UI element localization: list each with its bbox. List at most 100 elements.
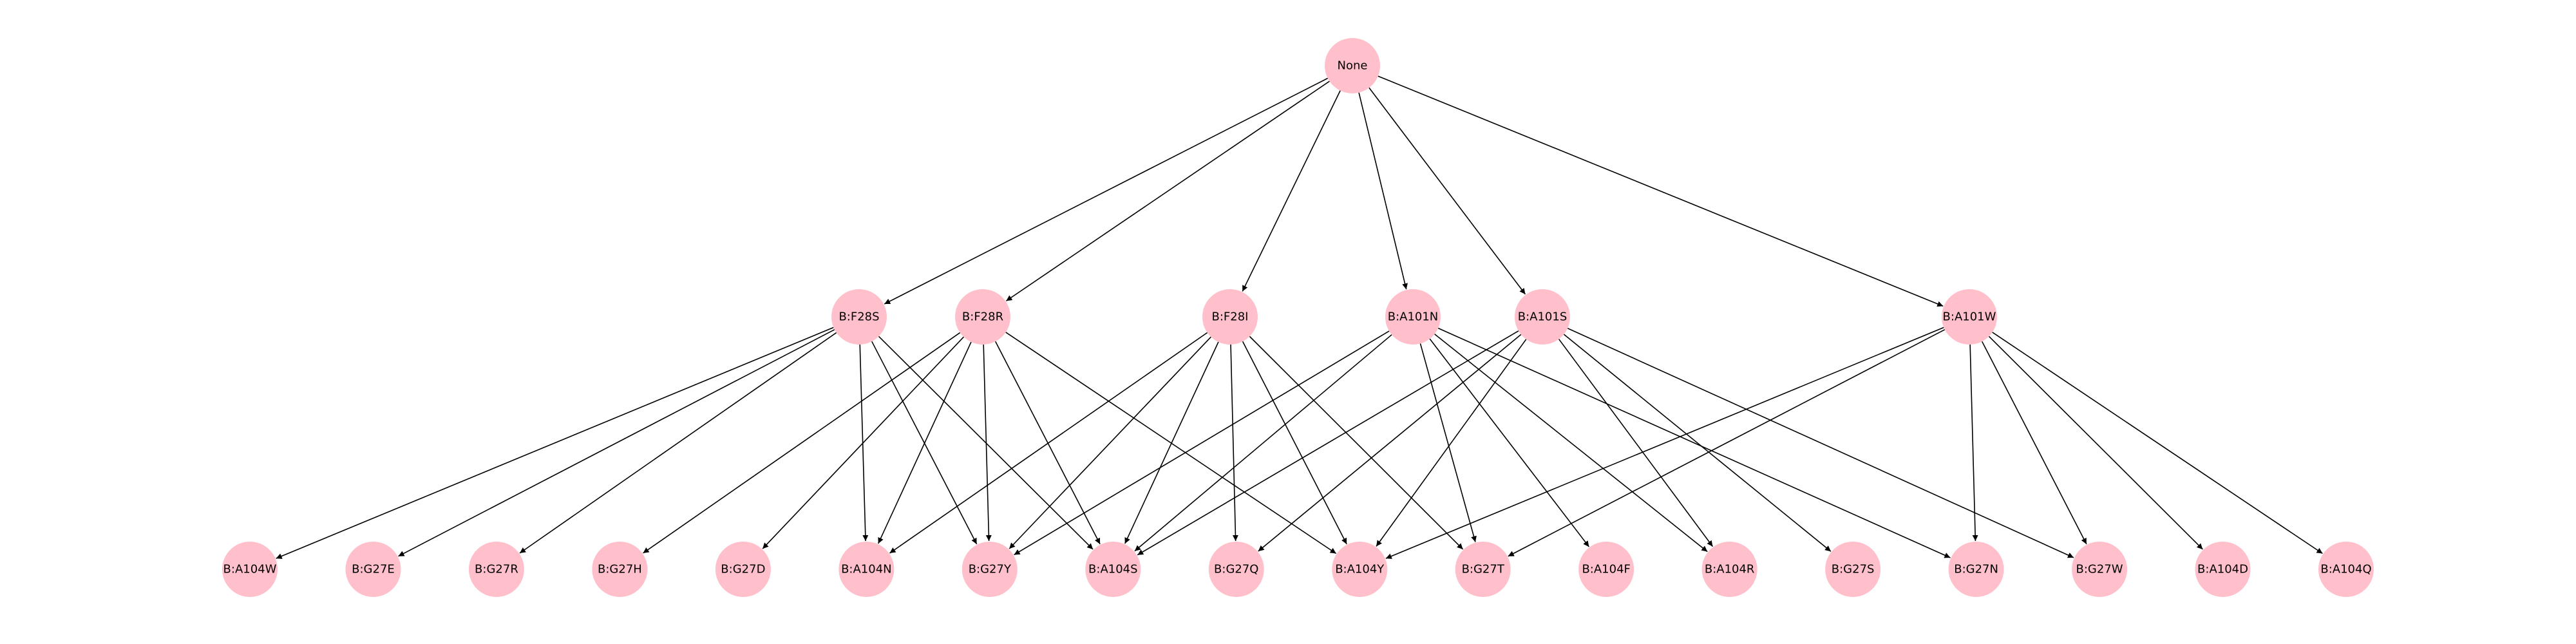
node-label: B:G27H [598, 563, 642, 576]
node-label: B:A104D [2197, 563, 2248, 576]
edge-b-a101n-to-b-a104s [1134, 334, 1392, 552]
node-b-a104r: B:A104R [1701, 542, 1757, 597]
edge-b-f28s-to-b-g27e [398, 329, 835, 557]
edge-b-a101s-to-b-a104r [1558, 339, 1714, 547]
edge-b-a101w-to-b-g27w [1981, 341, 2087, 545]
edge-b-f28i-to-b-g27y [1009, 336, 1211, 549]
node-circle [1701, 542, 1757, 597]
node-label: B:A104Q [2320, 563, 2371, 576]
node-circle [838, 542, 895, 597]
node-label: B:G27Q [1214, 563, 1258, 576]
node-label: B:G27S [1832, 563, 1875, 576]
node-b-g27d: B:G27D [715, 542, 771, 597]
node-b-f28s: B:F28S [831, 289, 887, 345]
node-none: None [1325, 38, 1380, 93]
edge-b-f28r-to-b-a104y [1005, 332, 1337, 554]
node-label: B:A104S [1088, 563, 1138, 576]
edge-b-f28r-to-b-a104n [878, 341, 972, 544]
edge-b-a101w-to-b-g27t [1508, 329, 1946, 557]
node-label: B:F28S [838, 310, 879, 324]
edge-none-to-b-f28i [1242, 90, 1341, 292]
node-circle [468, 542, 524, 597]
node-circle [955, 289, 1010, 345]
node-label: B:G27D [721, 563, 765, 576]
node-b-f28r: B:F28R [955, 289, 1010, 345]
edge-b-f28r-to-b-g27d [762, 336, 964, 549]
node-b-a101w: B:A101W [1942, 289, 1997, 345]
node-circle [345, 542, 401, 597]
edge-b-a101n-to-b-g27y [1014, 330, 1390, 556]
node-label: B:A104R [1705, 563, 1755, 576]
node-circle [1085, 542, 1141, 597]
node-circle [2072, 542, 2128, 597]
node-b-g27q: B:G27Q [1208, 542, 1264, 597]
edge-b-f28i-to-b-a104s [1124, 341, 1219, 544]
node-circle [961, 542, 1018, 597]
node-circle [1455, 542, 1511, 597]
node-circle [222, 542, 278, 597]
edge-none-to-b-a101n [1358, 92, 1408, 290]
node-label: B:A101N [1388, 310, 1439, 324]
node-b-g27r: B:G27R [468, 542, 524, 597]
node-b-g27h: B:G27H [592, 542, 648, 597]
edge-b-a101s-to-b-g27q [1258, 334, 1522, 552]
node-b-g27w: B:G27W [2072, 542, 2128, 597]
node-circle [2318, 542, 2374, 597]
node-circle [831, 289, 887, 345]
edge-none-to-b-a101s [1368, 87, 1526, 295]
node-label: B:G27E [352, 563, 395, 576]
node-b-a104f: B:A104F [1578, 542, 1634, 597]
node-b-a104q: B:A104Q [2318, 542, 2374, 597]
edge-b-f28i-to-b-g27q [1230, 344, 1238, 542]
node-circle [1515, 289, 1570, 345]
node-circle [2195, 542, 2251, 597]
node-circle [1325, 38, 1380, 93]
node-b-g27t: B:G27T [1455, 542, 1511, 597]
node-circle [715, 542, 771, 597]
node-b-g27e: B:G27E [345, 542, 401, 597]
node-b-a101n: B:A101N [1385, 289, 1441, 345]
edge-b-f28r-to-b-g27h [643, 332, 961, 554]
edges-layer [276, 75, 2323, 559]
node-label: B:G27W [2076, 563, 2123, 576]
edge-b-f28r-to-b-g27y [983, 344, 992, 542]
node-circle [1385, 289, 1441, 345]
node-circle [1208, 542, 1264, 597]
node-label: B:A101W [1943, 310, 1996, 324]
edge-b-a101n-to-b-g27n [1437, 327, 1951, 558]
node-circle [1948, 542, 2004, 597]
edge-b-a101s-to-b-g27w [1567, 328, 2074, 558]
node-b-f28i: B:F28I [1202, 289, 1258, 345]
edge-b-a101s-to-b-g27s [1563, 334, 1832, 552]
node-b-g27n: B:G27N [1948, 542, 2004, 597]
edge-b-f28i-to-b-a104y [1242, 341, 1347, 545]
node-circle [592, 542, 648, 597]
node-b-a104s: B:A104S [1085, 542, 1141, 597]
node-label: B:G27N [1954, 563, 1998, 576]
node-label: B:A104Y [1335, 563, 1385, 576]
node-circle [1202, 289, 1258, 345]
node-label: B:F28R [962, 310, 1003, 324]
node-label: B:A104N [841, 563, 892, 576]
edge-b-a101w-to-b-g27n [1969, 344, 1978, 542]
edge-b-a101w-to-b-a104q [1992, 332, 2323, 554]
node-circle [1825, 542, 1881, 597]
node-label: B:A104W [223, 563, 277, 576]
edge-b-a101w-to-b-a104y [1385, 327, 1944, 559]
node-circle [1942, 289, 1997, 345]
edge-b-f28i-to-b-g27t [1249, 336, 1464, 550]
node-b-a101s: B:A101S [1515, 289, 1570, 345]
edge-none-to-b-f28r [1005, 80, 1330, 301]
node-label: B:A101S [1518, 310, 1567, 324]
node-label: None [1338, 59, 1368, 73]
node-label: B:G27Y [969, 563, 1012, 576]
node-b-a104w: B:A104W [222, 542, 278, 597]
node-circle [1332, 542, 1388, 597]
edge-b-a101s-to-b-a104y [1376, 339, 1527, 547]
edge-b-a101w-to-b-a104d [1988, 336, 2203, 550]
edge-b-f28s-to-b-a104w [276, 327, 834, 559]
edge-b-a101n-to-b-a104r [1434, 334, 1708, 553]
edge-none-to-b-a101w [1378, 75, 1944, 307]
